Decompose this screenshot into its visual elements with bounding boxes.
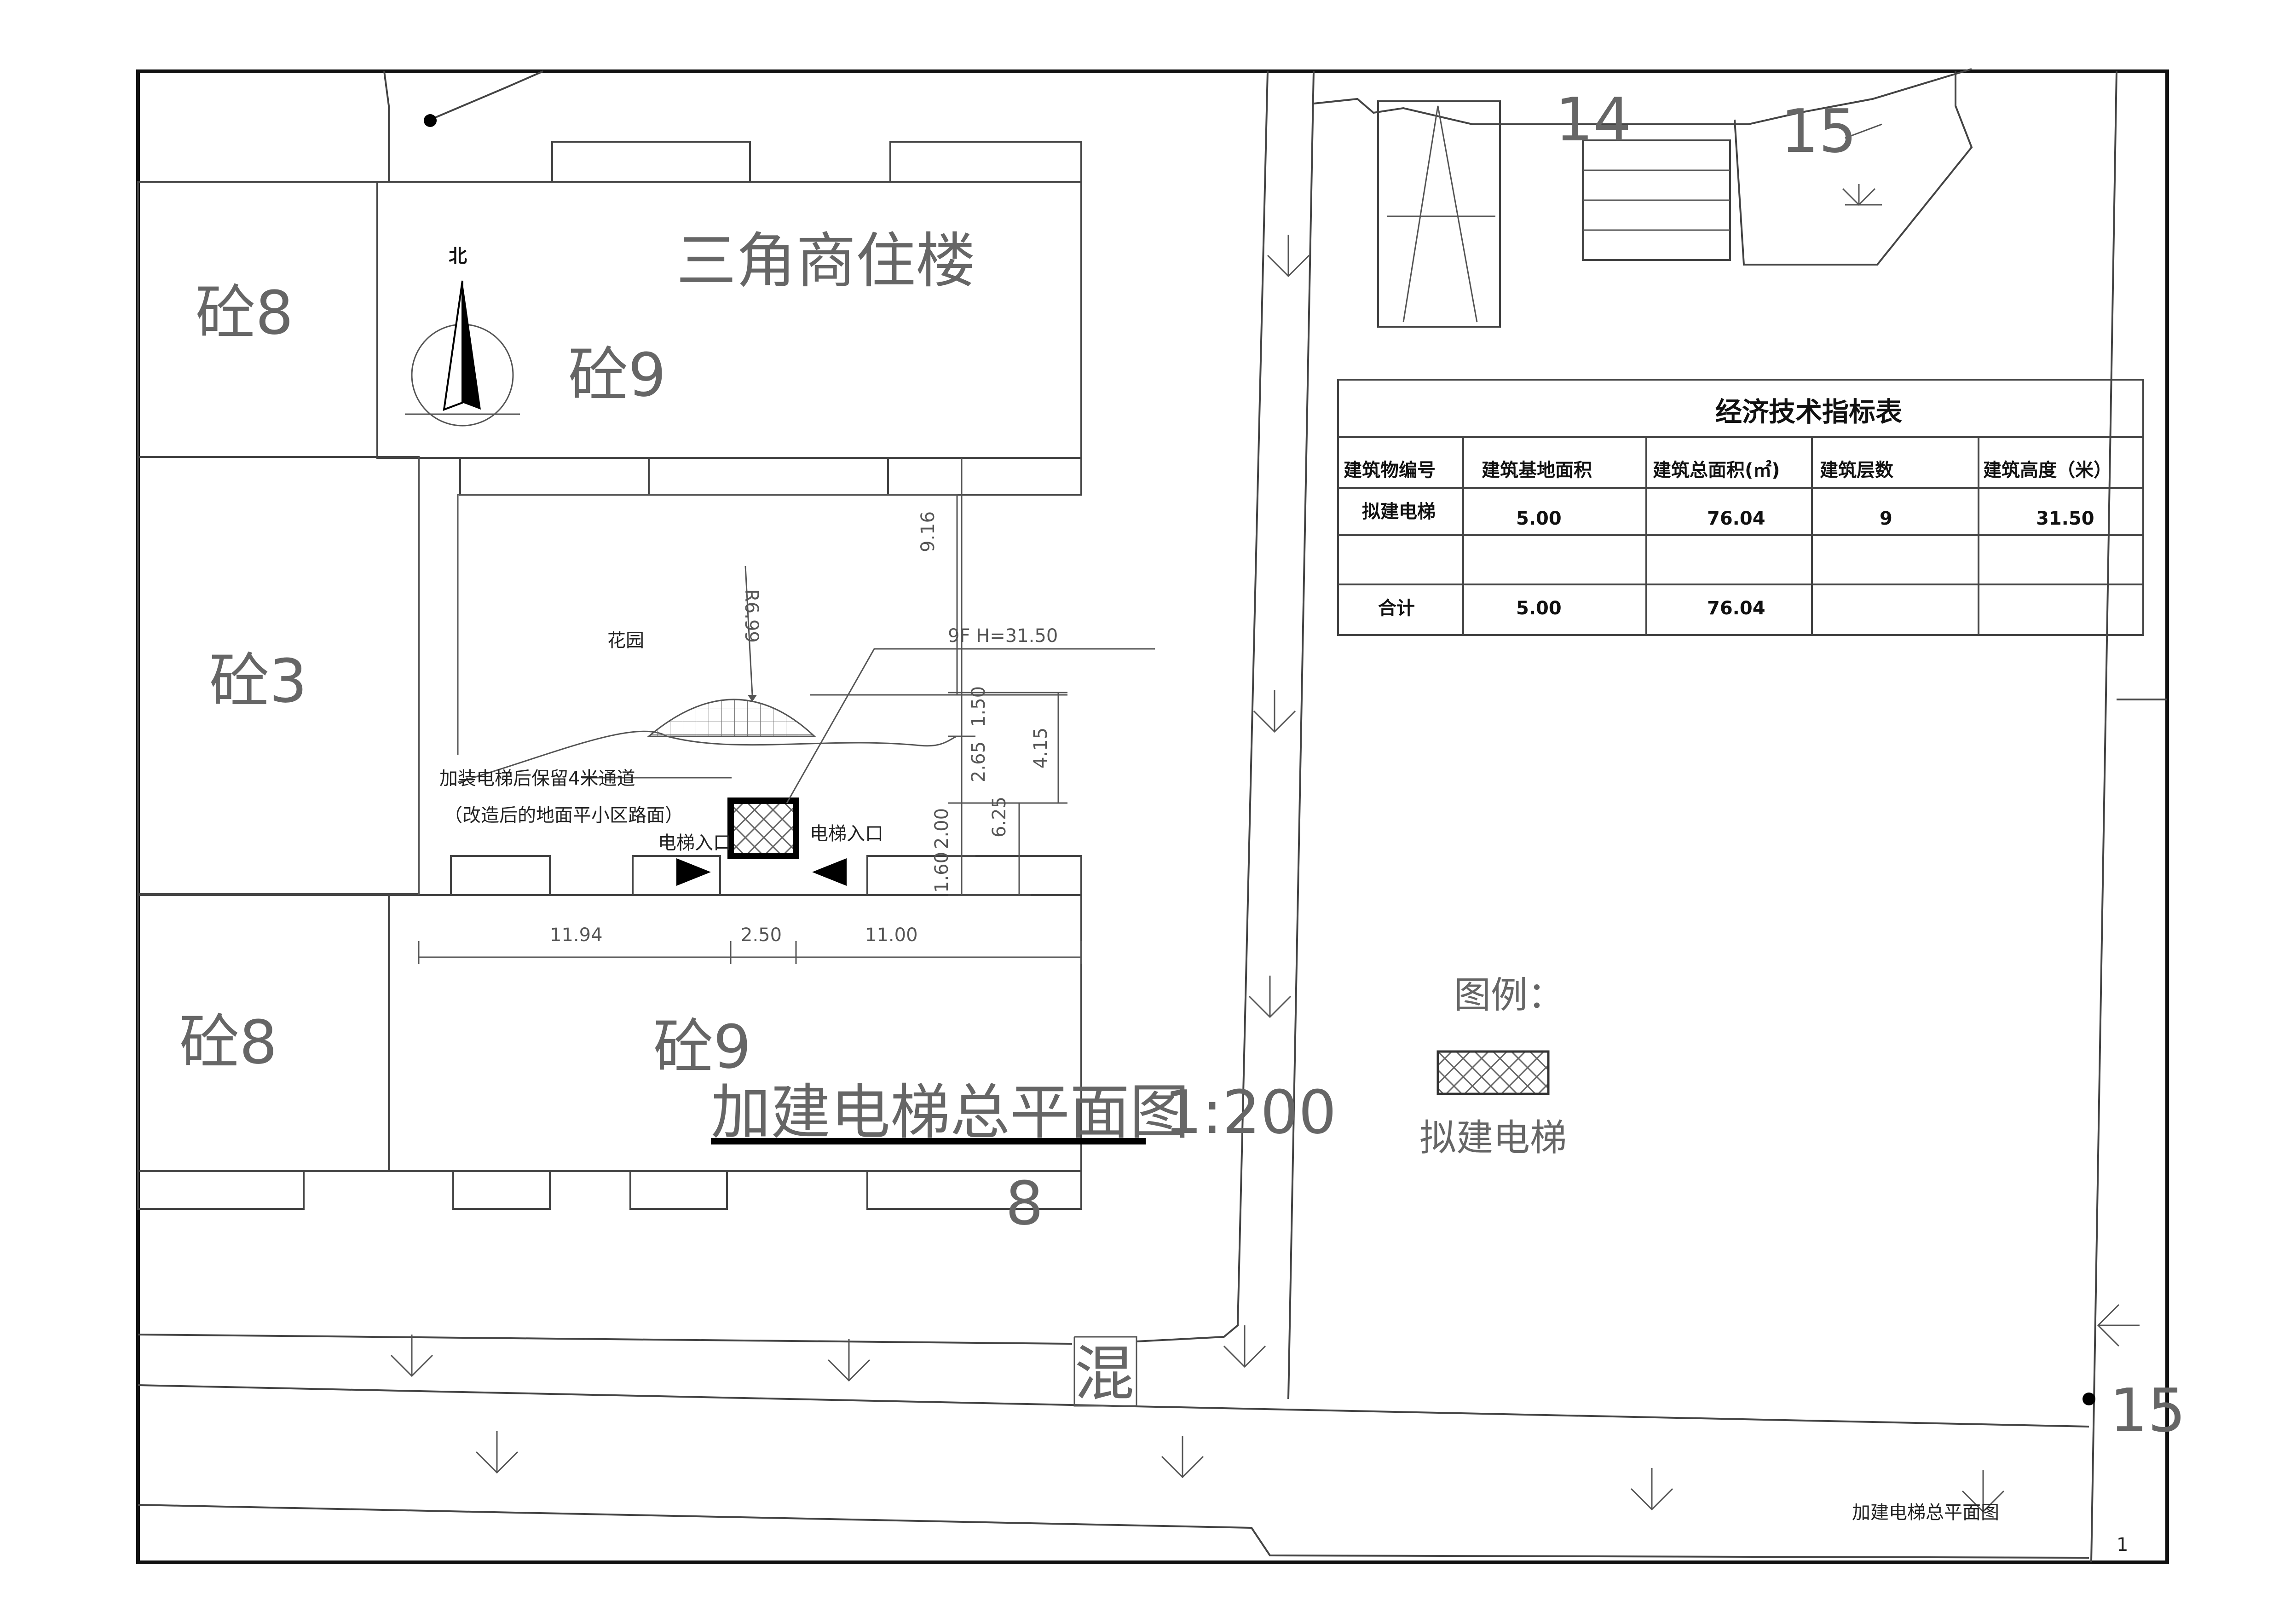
building-number-15-right: 15 — [2110, 1375, 2186, 1445]
building-label-hun: 混 — [1074, 1339, 1134, 1409]
table-title: 经济技术指标表 — [1715, 396, 1902, 428]
dimension-lines — [418, 458, 1082, 964]
dimension-1-50: 1.50 — [968, 686, 989, 727]
table-cell-r3-c3: 76.04 — [1707, 598, 1765, 619]
legend-item-label: 拟建电梯 — [1419, 1116, 1567, 1159]
elevation-label: 9F H=31.50 — [948, 625, 1058, 647]
plan-title: 加建电梯总平面图 — [711, 1077, 1189, 1147]
building-label-con8-bottom: 砼8 — [179, 1007, 277, 1077]
dimension-1-60: 1.60 — [931, 852, 952, 893]
text-layer: 三角商住楼 砼8 砼9 砼3 砼8 砼9 8 混 14 15 15 1 北 花园… — [179, 85, 2186, 1555]
plan-scale: 1:200 — [1164, 1077, 1337, 1147]
north-label: 北 — [449, 246, 467, 267]
table-header-total-area: 建筑总面积(㎡) — [1653, 460, 1780, 481]
elevation-leader — [786, 648, 1155, 803]
entrance-label-left: 电梯入口 — [658, 832, 732, 854]
legend-swatch — [1436, 1050, 1550, 1095]
table-cell-r1-c1: 拟建电梯 — [1362, 501, 1436, 522]
table-header-base-area: 建筑基地面积 — [1482, 460, 1592, 481]
dimension-2-65: 2.65 — [968, 741, 989, 782]
entrance-label-right: 电梯入口 — [810, 823, 883, 844]
table-header-floors: 建筑层数 — [1820, 460, 1893, 481]
road-lines — [138, 71, 2167, 1563]
building-outlines — [137, 70, 1082, 1210]
table-cell-r1-c5: 31.50 — [2036, 508, 2094, 529]
north-arrow — [405, 280, 520, 427]
survey-point — [2083, 1393, 2095, 1405]
entrance-arrow-left — [676, 858, 711, 886]
dimension-9-16: 9.16 — [917, 511, 939, 552]
table-cell-r1-c2: 5.00 — [1516, 508, 1562, 529]
passage-note: 加装电梯后保留4米通道 — [439, 768, 635, 789]
building-number-14: 14 — [1555, 85, 1631, 155]
building-label-con9-bottom: 砼9 — [653, 1012, 751, 1082]
table-cell-r1-c3: 76.04 — [1707, 508, 1765, 529]
dimension-4-15: 4.15 — [1030, 728, 1051, 769]
sheet-number: 1 — [2117, 1534, 2128, 1555]
building-label-con3: 砼3 — [209, 646, 307, 716]
economic-indicator-table — [1337, 379, 2144, 636]
elevator-footprint — [727, 798, 799, 859]
dimension-11-00: 11.00 — [865, 925, 918, 946]
table-header-height: 建筑高度（米） — [1983, 460, 2112, 481]
table-cell-r3-c1: 合计 — [1378, 598, 1415, 619]
entrance-arrow-right — [812, 858, 847, 886]
table-header-building-id: 建筑物编号 — [1344, 460, 1436, 481]
dimension-2-50: 2.50 — [741, 925, 782, 946]
building-label-triangle-commercial: 三角商住楼 — [676, 226, 975, 296]
building-label-con8-top: 砼8 — [196, 278, 294, 348]
survey-point — [424, 114, 437, 127]
drawing-frame — [136, 69, 2169, 1564]
dimension-11-94: 11.94 — [550, 925, 603, 946]
building-label-con9-top: 砼9 — [568, 340, 666, 410]
building-number-15: 15 — [1781, 96, 1857, 166]
footer-drawing-name: 加建电梯总平面图 — [1852, 1502, 1999, 1523]
dimension-6-25: 6.25 — [989, 797, 1010, 838]
drainage-arrows — [390, 235, 2140, 1513]
radius-label: R6.99 — [741, 589, 762, 643]
dimension-2-00: 2.00 — [931, 808, 952, 849]
table-cell-r1-c4: 9 — [1880, 508, 1892, 529]
road-note: （改造后的地面平小区路面） — [444, 805, 683, 826]
garden-label: 花园 — [607, 630, 644, 651]
legend-title: 图例： — [1454, 974, 1564, 1017]
table-cell-r3-c2: 5.00 — [1516, 598, 1562, 619]
building-number-8: 8 — [1005, 1168, 1044, 1238]
stair-area — [1313, 68, 1973, 328]
garden-area — [457, 494, 958, 783]
